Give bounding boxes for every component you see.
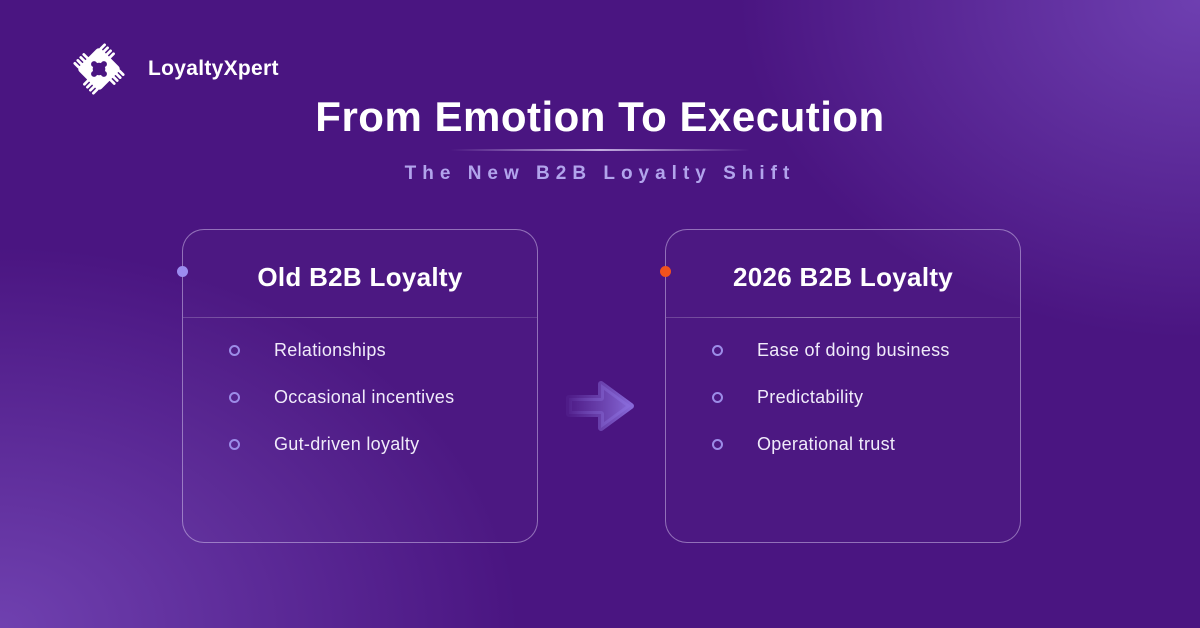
bullet-ring-icon — [712, 391, 723, 403]
old-loyalty-card: Old B2B Loyalty Relationships Occasional… — [177, 229, 538, 543]
list-item: Predictability — [712, 383, 1020, 411]
list-item-label: Ease of doing business — [757, 339, 950, 360]
bullet-ring-icon — [229, 438, 240, 450]
bullet-ring-icon — [712, 344, 723, 356]
brand-header: LoyaltyXpert — [66, 36, 279, 102]
new-loyalty-card: 2026 B2B Loyalty Ease of doing business … — [660, 229, 1021, 543]
list-item-label: Occasional incentives — [274, 386, 455, 407]
card-title: 2026 B2B Loyalty — [732, 262, 954, 292]
card-item-list: Relationships Occasional incentives Gut-… — [183, 318, 537, 458]
loyaltyxpert-logo-icon — [66, 36, 132, 102]
card-accent-dot — [177, 266, 188, 277]
card-accent-dot — [660, 266, 671, 277]
card-title: Old B2B Loyalty — [257, 262, 463, 292]
page-subtitle: The New B2B Loyalty Shift — [404, 163, 796, 185]
list-item-label: Predictability — [757, 386, 864, 407]
list-item: Occasional incentives — [229, 383, 537, 411]
header-block: From Emotion To Execution The New B2B Lo… — [0, 93, 1200, 185]
bullet-ring-icon — [229, 344, 240, 356]
list-item: Operational trust — [712, 430, 1020, 458]
title-divider — [450, 149, 750, 152]
list-item: Ease of doing business — [712, 336, 1020, 364]
list-item: Relationships — [229, 336, 537, 364]
card-item-list: Ease of doing business Predictability Op… — [666, 318, 1020, 458]
list-item: Gut-driven loyalty — [229, 430, 537, 458]
list-item-label: Relationships — [274, 339, 386, 360]
brand-name: LoyaltyXpert — [148, 57, 279, 80]
bullet-ring-icon — [712, 438, 723, 450]
card-divider — [666, 317, 1020, 318]
page-title: From Emotion To Execution — [315, 93, 885, 140]
bullet-ring-icon — [229, 391, 240, 403]
list-item-label: Operational trust — [757, 433, 896, 454]
list-item-label: Gut-driven loyalty — [274, 433, 420, 454]
card-divider — [183, 317, 537, 318]
arrow-right-icon — [562, 372, 640, 445]
